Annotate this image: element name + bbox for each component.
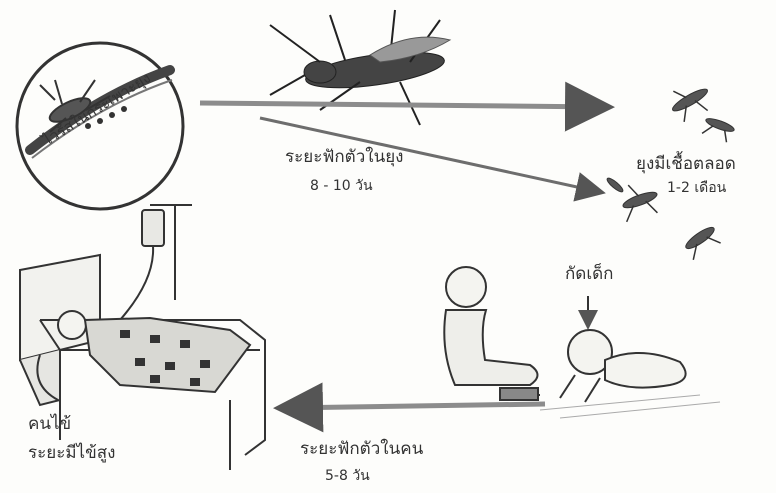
crawling-baby-illustration [559,329,687,403]
mosquito-carrier-label: ยุงมีเชื้อตลอด [636,154,736,174]
virus-circle-illustration [15,41,185,211]
arrow-mosquito-to-swarm [199,81,615,132]
human-incubation-days: 5-8 วัน [325,468,370,484]
mosquito-incubation-label: ระยะฟักตัวในยุง [285,147,404,167]
mosquito-incubation-days: 8 - 10 วัน [310,178,373,194]
patient-bed-illustration [19,253,266,470]
bite-child-label: กัดเด็ก [565,264,614,284]
mosquito-swarm-illustration [606,88,735,260]
iv-stand-illustration [119,204,192,321]
floor-lines [539,394,721,419]
arrow-diagonal-to-swarm [259,116,606,202]
sitting-child-illustration [443,266,540,401]
patient-label: คนไข้ [28,414,72,434]
mosquito-top-illustration [269,9,452,126]
patient-fever-label: ระยะมีไข้สูง [28,443,116,463]
arrow-child-to-patient [273,382,546,433]
human-incubation-label: ระยะฟักตัวในคน [300,439,424,459]
mosquito-carrier-duration: 1-2 เดือน [667,180,727,196]
